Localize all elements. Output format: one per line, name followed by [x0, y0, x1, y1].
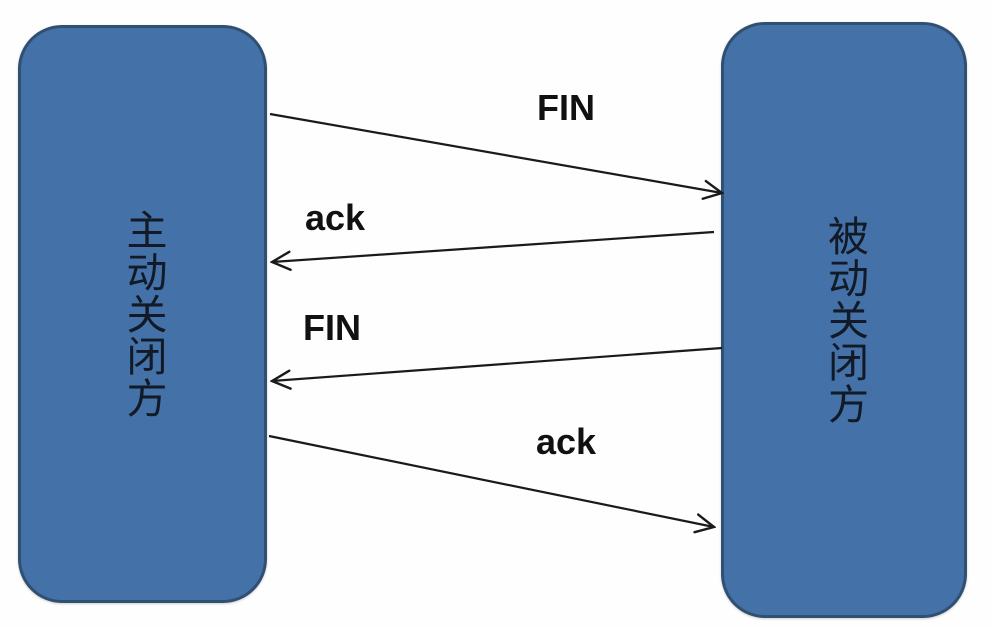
- node-passive-closer-label: 被动关闭方: [821, 215, 868, 425]
- arrow-ack-2: [268, 434, 714, 527]
- message-label-fin-2: FIN: [303, 307, 361, 348]
- arrow-fin-2: [272, 346, 723, 381]
- message-label-ack-2: ack: [536, 421, 597, 462]
- node-active-closer-label: 主动关闭方: [120, 209, 166, 419]
- message-label-fin-1: FIN: [537, 87, 595, 128]
- node-passive-closer: 被动关闭方: [721, 22, 967, 618]
- arrow-fin-1: [269, 112, 722, 193]
- node-active-closer: 主动关闭方: [18, 25, 267, 603]
- message-label-ack-1: ack: [305, 197, 366, 238]
